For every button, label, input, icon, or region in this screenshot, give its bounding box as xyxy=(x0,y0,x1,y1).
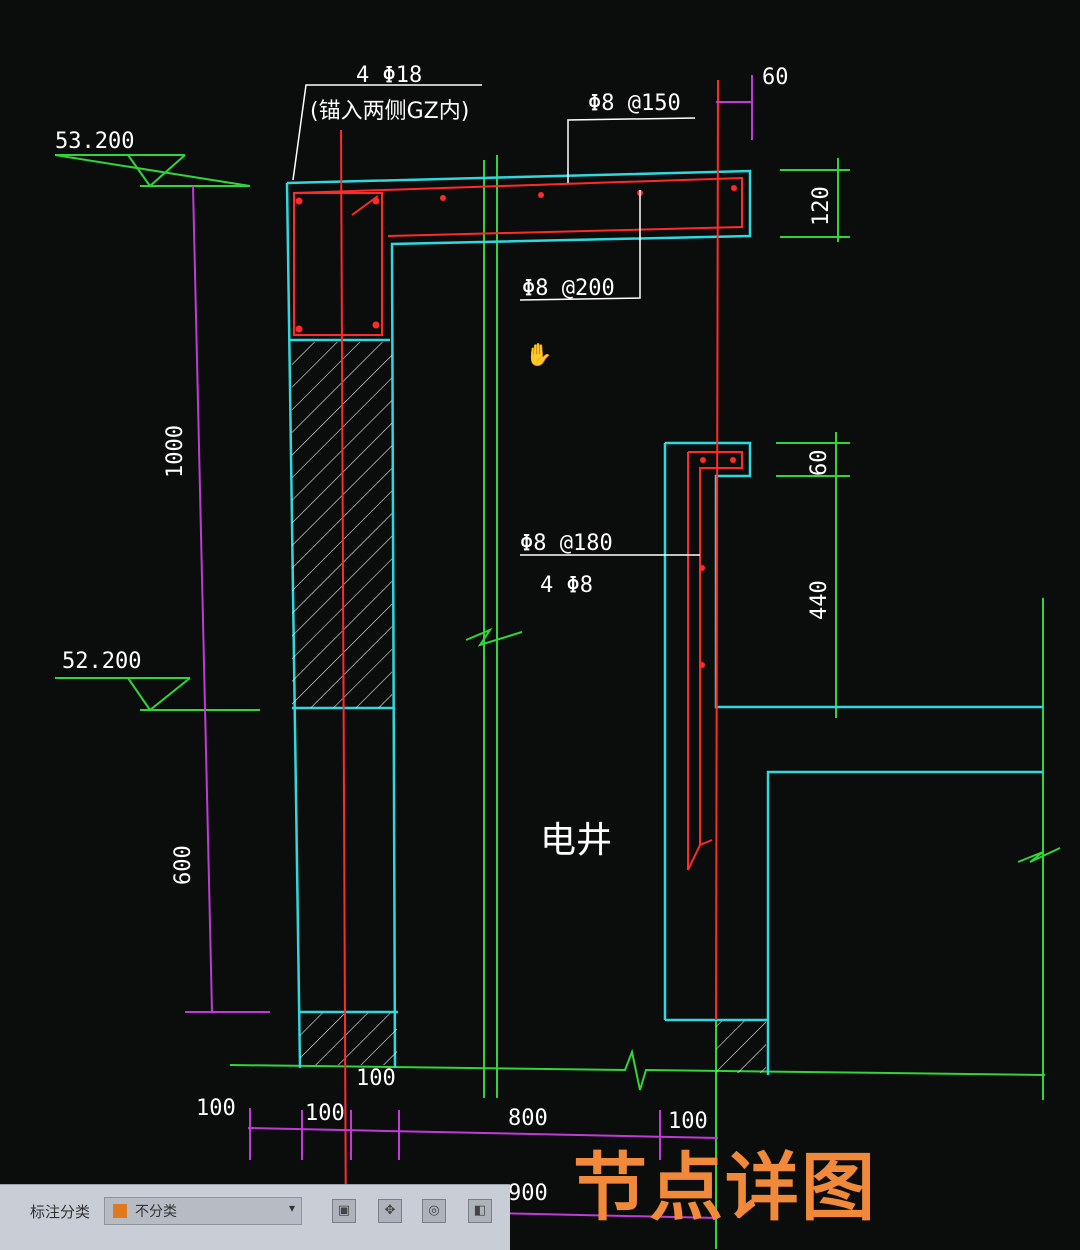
bottom-dim-100-b: 100 xyxy=(305,1101,345,1126)
masonry-hatch-lower xyxy=(300,1013,397,1065)
chevron-down-icon[interactable]: ▾ xyxy=(288,1201,295,1215)
room-name-label: 电井 xyxy=(540,820,612,861)
elevation-mid: 52.200 xyxy=(62,649,141,674)
leader-lines xyxy=(292,84,700,556)
status-bar: 标注分类 不分类 ▾ ▣ ✥ ◎ ◧ xyxy=(0,1184,510,1250)
wall-rebar-label-2: 4 Φ8 xyxy=(540,573,593,598)
orbit-icon[interactable]: ◎ xyxy=(422,1199,446,1223)
bottom-dim-100-d: 100 xyxy=(668,1109,708,1134)
top-dim-60: 60 xyxy=(762,65,789,90)
top-rebar-note: (锚入两侧GZ内) xyxy=(310,99,469,124)
drawing-title: 节点详图 xyxy=(573,1145,877,1231)
top-stirrup-label: Φ8 @150 xyxy=(588,91,681,116)
bottom-dim-900: 900 xyxy=(508,1181,548,1206)
dim-60-right: 60 xyxy=(807,450,832,477)
top-rebar-label: 4 Φ18 xyxy=(356,63,422,88)
pan-icon[interactable]: ✥ xyxy=(378,1199,402,1223)
layer-select[interactable]: 不分类 ▾ xyxy=(104,1197,302,1225)
dim-440: 440 xyxy=(807,580,832,620)
dim-600: 600 xyxy=(171,845,196,885)
bottom-dim-100-a: 100 xyxy=(196,1096,236,1121)
view-icon[interactable]: ◧ xyxy=(468,1199,492,1223)
dimension-lines xyxy=(185,75,753,1219)
bottom-dim-100-c: 100 xyxy=(356,1066,396,1091)
pan-cursor-icon: ✋ xyxy=(525,342,552,368)
grid-lines xyxy=(54,154,1061,1249)
rebar-lines xyxy=(293,79,743,1249)
wall-rebar-label-1: Φ8 @180 xyxy=(520,531,613,556)
window-icon[interactable]: ▣ xyxy=(332,1199,356,1223)
layer-select-value: 不分类 xyxy=(135,1204,177,1220)
dim-1000: 1000 xyxy=(163,425,188,478)
status-bar-label: 标注分类 xyxy=(30,1203,91,1221)
masonry-hatch-right xyxy=(716,1021,766,1073)
layer-color-swatch xyxy=(113,1204,127,1218)
elevation-top: 53.200 xyxy=(55,129,134,154)
rebar-dots xyxy=(295,185,737,668)
bottom-dim-800: 800 xyxy=(508,1106,548,1131)
structure-outline xyxy=(285,169,1043,1075)
slab-rebar-label: Φ8 @200 xyxy=(522,276,615,301)
slab-dim-120: 120 xyxy=(809,186,834,226)
